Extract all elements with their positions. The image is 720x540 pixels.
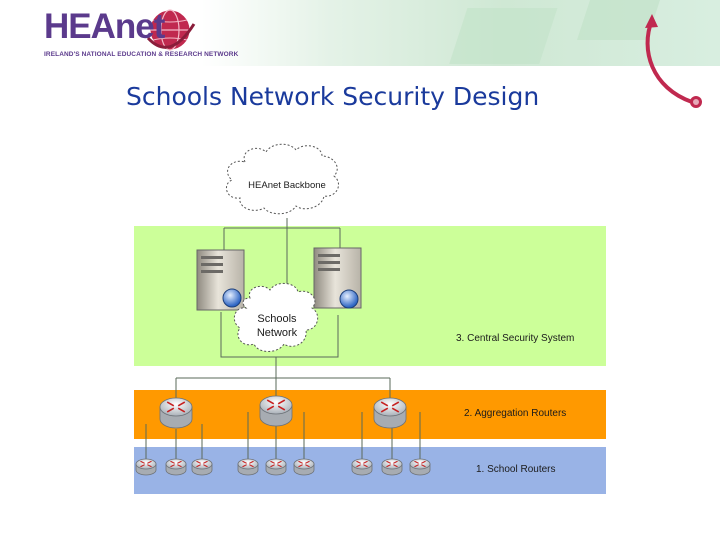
- connection-lines: [145, 218, 421, 459]
- schools-network-cloud-icon: [233, 283, 319, 352]
- router-icon: [293, 458, 315, 476]
- header-decoration: [174, 0, 660, 64]
- layer-label-aggregation: 2. Aggregation Routers: [464, 408, 567, 419]
- router-icon: [237, 458, 259, 476]
- firewall-server-icon: [196, 249, 245, 311]
- router-icon: [159, 397, 193, 429]
- layer-label-central-security: 3. Central Security System: [456, 333, 575, 344]
- router-icon: [259, 395, 293, 427]
- router-icon: [191, 458, 213, 476]
- schools-network-label-line1: Schools: [257, 313, 297, 325]
- globe-icon: [146, 9, 196, 51]
- slide-title: Schools Network Security Design: [126, 82, 540, 111]
- router-icon: [351, 458, 373, 476]
- backbone-cloud-icon: [225, 143, 339, 215]
- backbone-label: HEAnet Backbone: [248, 180, 326, 191]
- router-icon: [373, 397, 407, 429]
- router-icon: [409, 458, 431, 476]
- layer-label-school-routers: 1. School Routers: [476, 464, 556, 475]
- router-icon: [165, 458, 187, 476]
- heanet-logo-text: HEAnet: [44, 7, 165, 46]
- schools-network-label-line2: Network: [257, 327, 298, 339]
- firewall-server-icon: [313, 247, 362, 309]
- router-icon: [381, 458, 403, 476]
- layer-aggregation: [134, 390, 606, 439]
- header-banner: HEAnet IRELAND'S NATIONAL EDUCATION & RE…: [0, 0, 720, 66]
- arrow-swoosh-icon: [645, 14, 702, 108]
- router-icon: [135, 458, 157, 476]
- router-icon: [265, 458, 287, 476]
- heanet-logo-tagline: IRELAND'S NATIONAL EDUCATION & RESEARCH …: [44, 51, 239, 58]
